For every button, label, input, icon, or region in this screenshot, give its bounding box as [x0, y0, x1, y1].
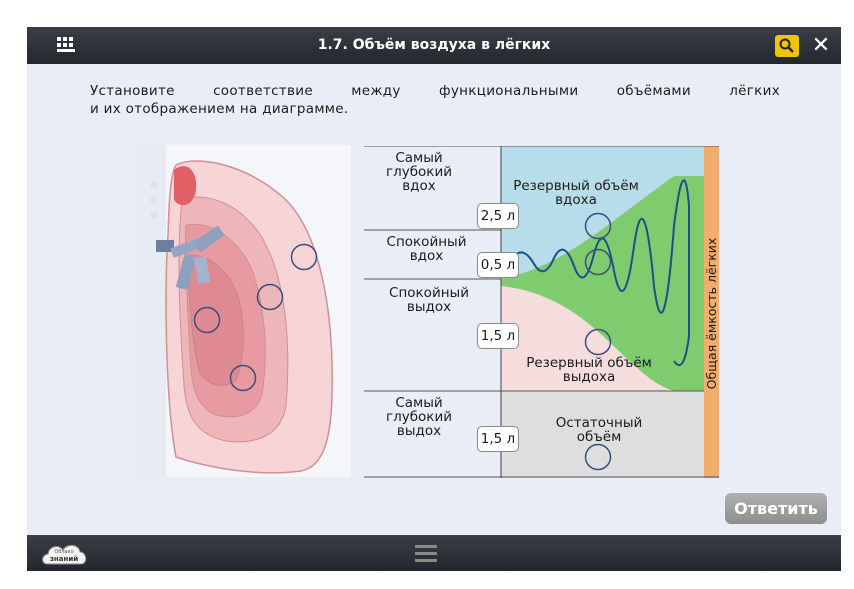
answer-button[interactable]: Ответить: [725, 493, 827, 524]
drop-target-circle[interactable]: [193, 306, 221, 334]
drag-handle[interactable]: [415, 541, 437, 565]
volume-value-box: 1,5 л: [477, 426, 519, 452]
label-line: выдоха: [562, 369, 616, 385]
label-line: Остаточный: [555, 415, 643, 431]
label-line: Резервный объём: [513, 178, 639, 194]
zone-residual: Остаточный объём: [539, 416, 659, 444]
instruction-line-2: и их отображением на диаграмме.: [90, 101, 349, 117]
label-line: Самый глубокий: [386, 395, 452, 425]
title-bar: 1.7. Объём воздуха в лёгких ✕: [27, 27, 841, 64]
drop-target-circle[interactable]: [256, 283, 284, 311]
total-capacity-bar: Общая ёмкость лёгких: [704, 146, 719, 478]
label-deep-exhale: Самый глубокий выдох: [364, 396, 474, 438]
label-line: вдоха: [555, 192, 597, 208]
label-line: вдох: [409, 248, 444, 264]
instruction-text: Установите соответствие между функционал…: [90, 82, 780, 118]
label-calm-exhale: Спокойный выдох: [364, 286, 494, 314]
app-window: 1.7. Объём воздуха в лёгких ✕ Установите…: [27, 27, 841, 571]
bronchi-icon: [156, 225, 225, 290]
page-title: 1.7. Объём воздуха в лёгких: [317, 37, 551, 53]
label-line: Спокойный: [389, 285, 469, 301]
drop-target-circle[interactable]: [584, 248, 612, 276]
cloud-logo-icon: [42, 544, 87, 565]
search-icon: [779, 38, 794, 53]
label-line: Спокойный: [386, 234, 467, 250]
drop-target-circle[interactable]: [584, 212, 612, 240]
label-calm-inhale: Спокойный вдох: [364, 235, 489, 263]
zone-expiratory-reserve: Резервный объём выдоха: [514, 356, 664, 384]
volume-value-box: 2,5 л: [477, 203, 519, 229]
drag-handle-icon: [415, 545, 437, 562]
label-line: объём: [576, 429, 622, 445]
zone-inspiratory-reserve: Резервный объём вдоха: [501, 179, 651, 207]
label-line: выдох: [406, 299, 452, 315]
label-line: Резервный объём: [526, 355, 652, 371]
search-button[interactable]: [775, 35, 799, 57]
drop-target-circle[interactable]: [229, 364, 257, 392]
label-deep-inhale: Самый глубокий вдох: [364, 151, 474, 193]
logo-text-top: Облако: [54, 549, 74, 555]
drop-target-circle[interactable]: [290, 243, 318, 271]
grid-list-icon: [57, 37, 75, 52]
logo-text-bottom: знаний: [49, 555, 79, 563]
menu-button[interactable]: [54, 34, 80, 56]
close-button[interactable]: ✕: [808, 33, 834, 59]
lung-illustration: [136, 145, 351, 477]
oblako-znaniy-logo[interactable]: Облако знаний: [41, 538, 89, 568]
label-line: Самый глубокий: [386, 150, 452, 180]
drop-target-circle[interactable]: [584, 443, 612, 471]
total-capacity-label: Общая ёмкость лёгких: [704, 237, 719, 390]
bottom-bar: Облако знаний: [27, 535, 841, 571]
lung-volume-diagram: Самый глубокий вдох Спокойный вдох Споко…: [364, 146, 719, 478]
volume-value-box: 1,5 л: [477, 323, 519, 349]
diagram-graphic: [364, 146, 719, 478]
label-line: вдох: [402, 178, 436, 194]
close-icon: ✕: [811, 33, 831, 58]
drop-target-circle[interactable]: [584, 328, 612, 356]
volume-value-box: 0,5 л: [477, 252, 519, 278]
label-line: выдох: [396, 423, 442, 439]
instruction-line-1: Установите соответствие между функционал…: [90, 83, 780, 99]
